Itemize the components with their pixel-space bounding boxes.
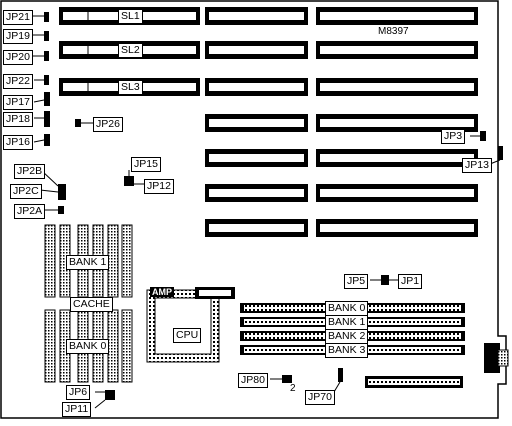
memory-bank-1-label: BANK 1 (66, 255, 110, 270)
leader-lines (32, 15, 501, 409)
cpu-socket (146, 287, 235, 363)
jumper-label-jp5: JP5 (344, 274, 369, 289)
keyboard-connector (484, 343, 509, 373)
jumper-label-jp16: JP16 (3, 135, 33, 150)
isa-slots-middle (205, 7, 308, 237)
jumper-label-jp3: JP3 (441, 129, 466, 144)
slot-label-sl1: SL1 (118, 9, 143, 24)
jumper-label-jp15: JP15 (131, 157, 161, 172)
jumper-label-jp26: JP26 (93, 117, 123, 132)
board-model: M8397 (378, 26, 409, 37)
isa-slots-right (316, 7, 478, 237)
jumper-label-jp18: JP18 (3, 112, 33, 127)
jumper-label-jp70: JP70 (305, 390, 335, 405)
board-outline (0, 0, 507, 419)
jumper-label-jp80: JP80 (238, 373, 268, 388)
jumper-label-jp6: JP6 (66, 385, 91, 400)
simm-bank-3-label: BANK 3 (325, 343, 369, 358)
pin-number-label: 2 (290, 383, 296, 394)
slot-label-sl2: SL2 (118, 43, 143, 58)
simm-bank-0-label: BANK 0 (325, 301, 369, 316)
jumper-label-jp1: JP1 (398, 274, 423, 289)
cpu-label: CPU (173, 328, 202, 343)
cache-label: CACHE (70, 297, 113, 312)
jumper-label-jp13: JP13 (462, 158, 492, 173)
jumper-label-jp2a: JP2A (14, 204, 46, 219)
jumper-label-jp2c: JP2C (10, 184, 42, 199)
slot-label-sl3: SL3 (118, 80, 143, 95)
jumper-label-jp22: JP22 (3, 74, 33, 89)
jumper-label-jp19: JP19 (3, 29, 33, 44)
jumper-label-jp20: JP20 (3, 50, 33, 65)
jumper-label-jp2b: JP2B (14, 164, 46, 179)
bottom-connector (365, 376, 463, 388)
simm-bank-2-label: BANK 2 (325, 329, 369, 344)
memory-bank-0-label: BANK 0 (66, 339, 110, 354)
jumper-label-jp11: JP11 (62, 402, 92, 417)
amp-label: AMP (150, 287, 174, 297)
left-jumpers (44, 12, 503, 400)
jumper-label-jp12: JP12 (144, 179, 174, 194)
jumper-label-jp21: JP21 (3, 10, 33, 25)
simm-bank-1-label: BANK 1 (325, 315, 369, 330)
jumper-label-jp17: JP17 (3, 95, 33, 110)
